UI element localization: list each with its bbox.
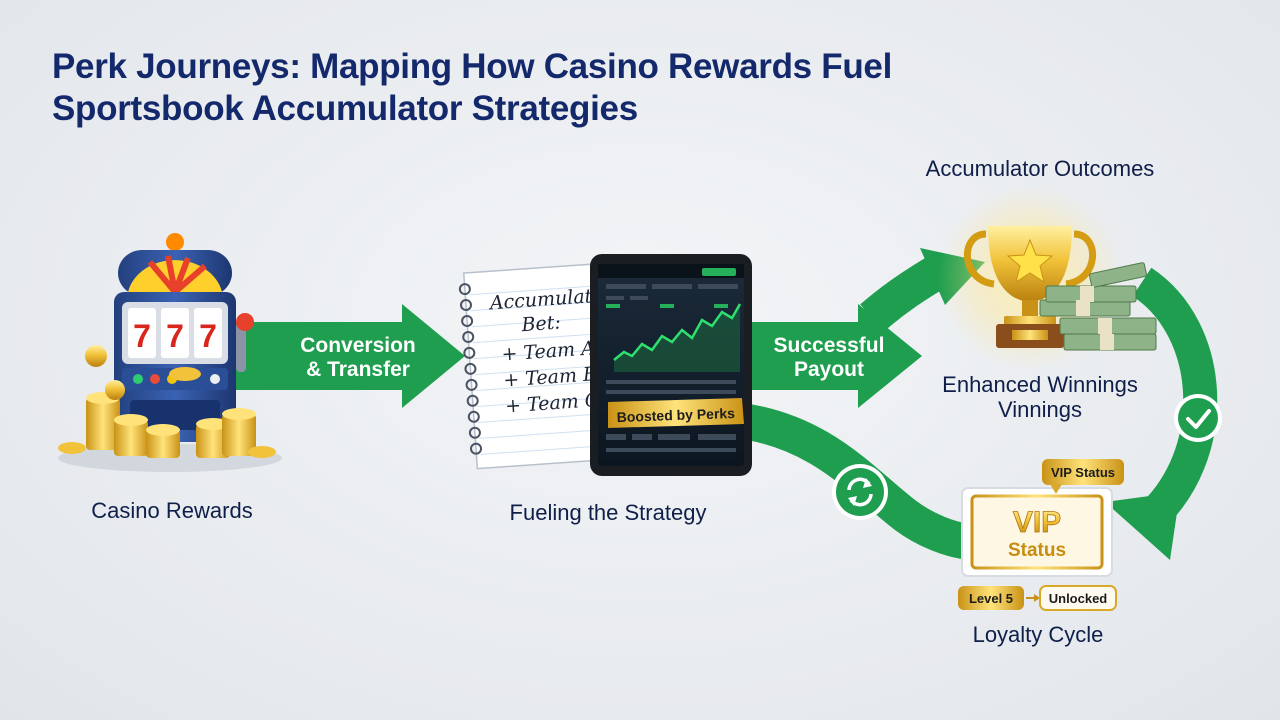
boosted-badge [608, 398, 744, 428]
payout-label-line-2: Payout [793, 358, 864, 381]
notepad: Accumulator Bet: + Team A + Team B + Tea… [458, 261, 626, 470]
conversion-arrow [232, 304, 465, 408]
enhanced-winnings-label: Enhanced Winnings Vinnings [910, 372, 1170, 422]
coin-stacks [58, 345, 276, 458]
loyalty-return-arrow [1105, 267, 1222, 560]
unlocked-badge-text: Unlocked [1049, 591, 1108, 606]
payout-label-line-1: Successful [773, 334, 885, 357]
check-icon [1178, 398, 1218, 438]
svg-text:7: 7 [199, 318, 217, 354]
title-line-1: Perk Journeys: Mapping How Casino Reward… [52, 47, 892, 86]
vip-ticket-title: VIP [1013, 506, 1061, 539]
vip-status-tag: VIP Status [1042, 459, 1124, 494]
refresh-icon [836, 468, 884, 516]
title-line-2: Sportsbook Accumulator Strategies [52, 89, 638, 128]
conversion-label-line-2: & Transfer [306, 358, 410, 381]
conversion-label-line-1: Conversion [300, 334, 416, 357]
tablet: Boosted by Perks [590, 254, 752, 476]
page-title: Perk Journeys: Mapping How Casino Reward… [52, 46, 1052, 130]
level-progress: Level 5 Unlocked [958, 585, 1117, 611]
cash-stacks-icon [1039, 262, 1157, 351]
vip-ticket-subtitle: Status [1008, 540, 1066, 561]
fueling-strategy-label: Fueling the Strategy [509, 500, 707, 525]
vip-ticket: VIP Status [961, 487, 1113, 577]
boosted-badge-text: Boosted by Perks [616, 405, 735, 425]
svg-text:7: 7 [133, 318, 151, 354]
accumulator-outcomes-heading: Accumulator Outcomes [925, 156, 1155, 181]
svg-text:7: 7 [166, 318, 184, 354]
payout-flow-label: Successful Payout [754, 334, 904, 382]
level-badge-text: Level 5 [969, 591, 1013, 606]
spiral-binding [458, 283, 483, 455]
level-badge [958, 586, 1024, 610]
vip-status-tag-text: VIP Status [1051, 465, 1115, 480]
cycle-arrow [732, 402, 973, 560]
conversion-flow-label: Conversion & Transfer [278, 334, 438, 382]
payout-arrow [738, 304, 922, 408]
casino-rewards-label: Casino Rewards [91, 498, 253, 523]
unlocked-badge [1039, 585, 1117, 611]
enhanced-winnings-line-1: Enhanced Winnings [942, 372, 1138, 397]
slot-machine-icon: 7 7 7 [58, 233, 282, 472]
notepad-line-2: Bet: [520, 311, 562, 336]
enhanced-winnings-line-2: Vinnings [998, 397, 1082, 422]
loyalty-cycle-label: Loyalty Cycle [972, 622, 1104, 647]
